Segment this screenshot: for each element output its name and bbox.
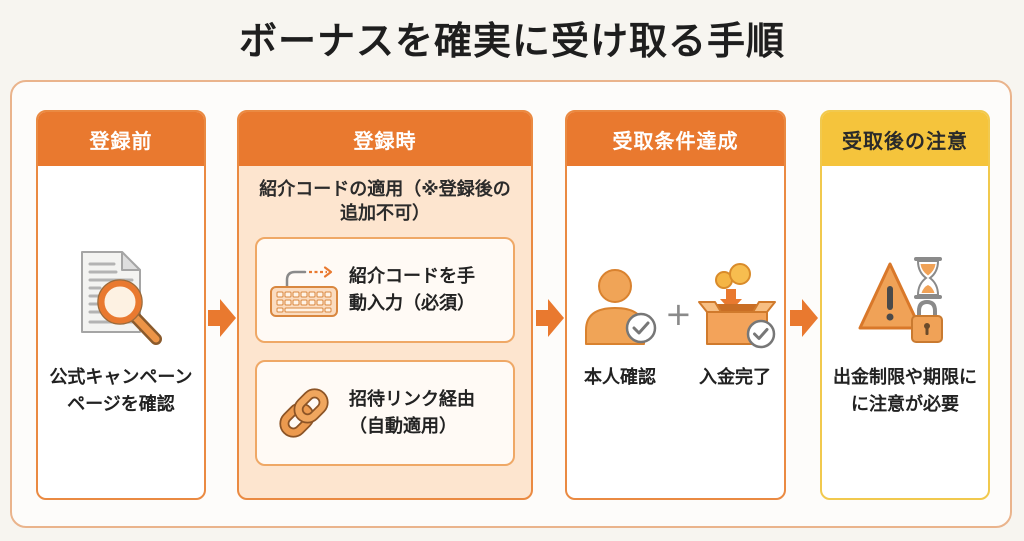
arrow-right-icon — [208, 299, 236, 337]
deposit-box-icon — [698, 263, 776, 349]
step-card-at-registration: 登録時 紹介コードの適用（※登録後の 追加不可） — [237, 110, 533, 500]
option-text: 紹介コードを手 動入力（必須） — [349, 263, 475, 317]
subtitle-line: 紹介コードの適用（※登録後の — [259, 179, 511, 200]
option-line: （自動適用） — [349, 416, 457, 437]
option-line: 紹介コードを手 — [349, 266, 475, 287]
arrow-right-icon — [790, 299, 818, 337]
document-search-icon — [81, 251, 162, 345]
step-subtitle: 紹介コードの適用（※登録後の 追加不可） — [239, 178, 531, 226]
keyboard-body — [270, 286, 338, 317]
option-line: 招待リンク経由 — [349, 389, 475, 410]
check-badge-icon — [746, 319, 776, 349]
keyboard-cable — [285, 270, 307, 290]
warning-hourglass-lock-icon — [858, 257, 943, 343]
user-verified-icon — [585, 269, 657, 345]
step-header: 登録前 — [38, 112, 204, 166]
option-icon-wrap — [267, 262, 341, 318]
person-icon — [585, 269, 645, 345]
down-arrow-icon — [720, 289, 742, 311]
subtitle-line: 追加不可） — [340, 203, 430, 224]
condition-label-identity: 本人確認 — [584, 367, 656, 388]
option-line: 動入力（必須） — [349, 293, 475, 314]
coin-icon — [715, 263, 751, 289]
dashed-arrow-right-icon — [309, 266, 333, 278]
option-text: 招待リンク経由 （自動適用） — [349, 386, 475, 440]
caption-line: に注意が必要 — [851, 394, 959, 415]
warning-triangle-icon — [858, 262, 922, 330]
condition-label-deposit: 入金完了 — [699, 367, 771, 388]
page-title: ボーナスを確実に受け取る手順 — [238, 19, 785, 63]
chain-links — [279, 388, 329, 438]
link-chain-icon — [279, 388, 329, 438]
option-manual-code: 紹介コードを手 動入力（必須） — [255, 237, 515, 343]
step-card-before-registration: 登録前 公式キャンペーン ページを確認 — [36, 110, 206, 500]
plus-sign: + — [665, 295, 692, 333]
step-header: 受取後の注意 — [822, 112, 988, 166]
step-card-after-receipt: 受取後の注意 出金制限や期限に に注意が必要 — [820, 110, 990, 500]
hourglass-icon — [914, 257, 942, 299]
lock-icon — [911, 299, 943, 343]
caption-line: 公式キャンペーン — [49, 367, 193, 388]
caption-line: ページを確認 — [67, 394, 175, 415]
step-caption: 公式キャンペーン ページを確認 — [38, 364, 204, 418]
keyboard-icon — [270, 266, 338, 317]
caption-line: 出金制限や期限に — [833, 367, 977, 388]
step-card-bonus-conditions: 受取条件達成 + 本人確認 入金完了 — [565, 110, 786, 500]
magnifying-glass-icon — [97, 279, 162, 345]
step-header: 登録時 — [239, 112, 531, 166]
step-header: 受取条件達成 — [567, 112, 784, 166]
step-caption: 出金制限や期限に に注意が必要 — [822, 364, 988, 418]
option-icon-wrap — [267, 384, 341, 442]
option-invite-link: 招待リンク経由 （自動適用） — [255, 360, 515, 466]
check-badge-icon — [625, 312, 657, 344]
arrow-right-icon — [536, 299, 564, 337]
